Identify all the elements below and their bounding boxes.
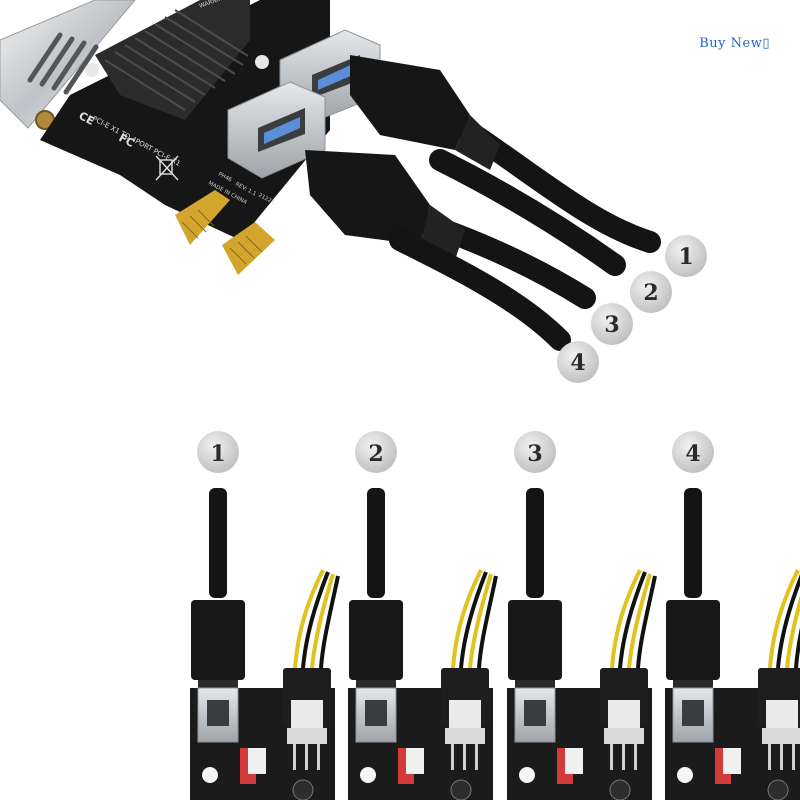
silk-ce: CE (77, 109, 97, 128)
top-badge-3: 3 (591, 303, 633, 345)
riser-power-wire-3 (610, 569, 642, 669)
usb-port-lower (227, 81, 326, 179)
riser-cable-4 (684, 488, 702, 598)
bottom-badge-3-label: 3 (527, 441, 542, 467)
riser-cable-2 (367, 488, 385, 598)
pcie-card: WARNING: THIS IS PCI-E x4V USB PCI-E X1 … (0, 0, 661, 351)
usb-cable-4 (389, 229, 571, 351)
riser-power-wire-1 (293, 569, 325, 669)
bottom-badge-1: 1 (197, 431, 239, 473)
bottom-badge-2: 2 (355, 431, 397, 473)
top-badge-3-label: 3 (604, 312, 619, 338)
bottom-badge-2-label: 2 (368, 441, 383, 467)
shop-watermark: Buy New▯ (699, 36, 770, 51)
bottom-badge-4-label: 4 (685, 441, 700, 467)
riser-mount-hole-4 (677, 767, 693, 783)
top-badge-4: 4 (557, 341, 599, 383)
riser-unit-2: 2 (348, 431, 498, 800)
top-badge-4-label: 4 (570, 350, 585, 376)
usb-cable-3 (305, 150, 596, 309)
riser-boards: 1 2 3 4 (190, 431, 800, 800)
bottom-badge-1-label: 1 (210, 441, 225, 467)
riser-unit-1: 1 (190, 431, 340, 800)
heatsink (85, 0, 269, 120)
silk-fc: FC (117, 131, 137, 150)
riser-usb-plug-1 (191, 600, 245, 680)
usb-cable-2 (429, 149, 626, 276)
top-badge-2: 2 (630, 271, 672, 313)
top-badge-2-label: 2 (643, 280, 658, 306)
riser-mount-hole-3 (519, 767, 535, 783)
top-badge-1: 1 (665, 235, 707, 277)
gold-fingers (175, 190, 275, 275)
riser-usb-plug-4 (666, 600, 720, 680)
usb-cable-1 (350, 55, 661, 253)
riser-cable-1 (209, 488, 227, 598)
riser-power-wire-2 (451, 569, 483, 669)
bottom-badge-3: 3 (514, 431, 556, 473)
riser-unit-4: 4 (665, 431, 800, 800)
bracket-vents (27, 32, 99, 95)
riser-usb-plug-3 (508, 600, 562, 680)
riser-usb-plug-2 (349, 600, 403, 680)
riser-mount-hole-1 (202, 767, 218, 783)
bottom-badge-4: 4 (672, 431, 714, 473)
weee-bin-icon (155, 155, 179, 181)
top-badge-1-label: 1 (678, 244, 693, 270)
riser-unit-3: 3 (507, 431, 657, 800)
riser-power-wire-4 (768, 569, 800, 669)
riser-mount-hole-2 (360, 767, 376, 783)
riser-cable-3 (526, 488, 544, 598)
